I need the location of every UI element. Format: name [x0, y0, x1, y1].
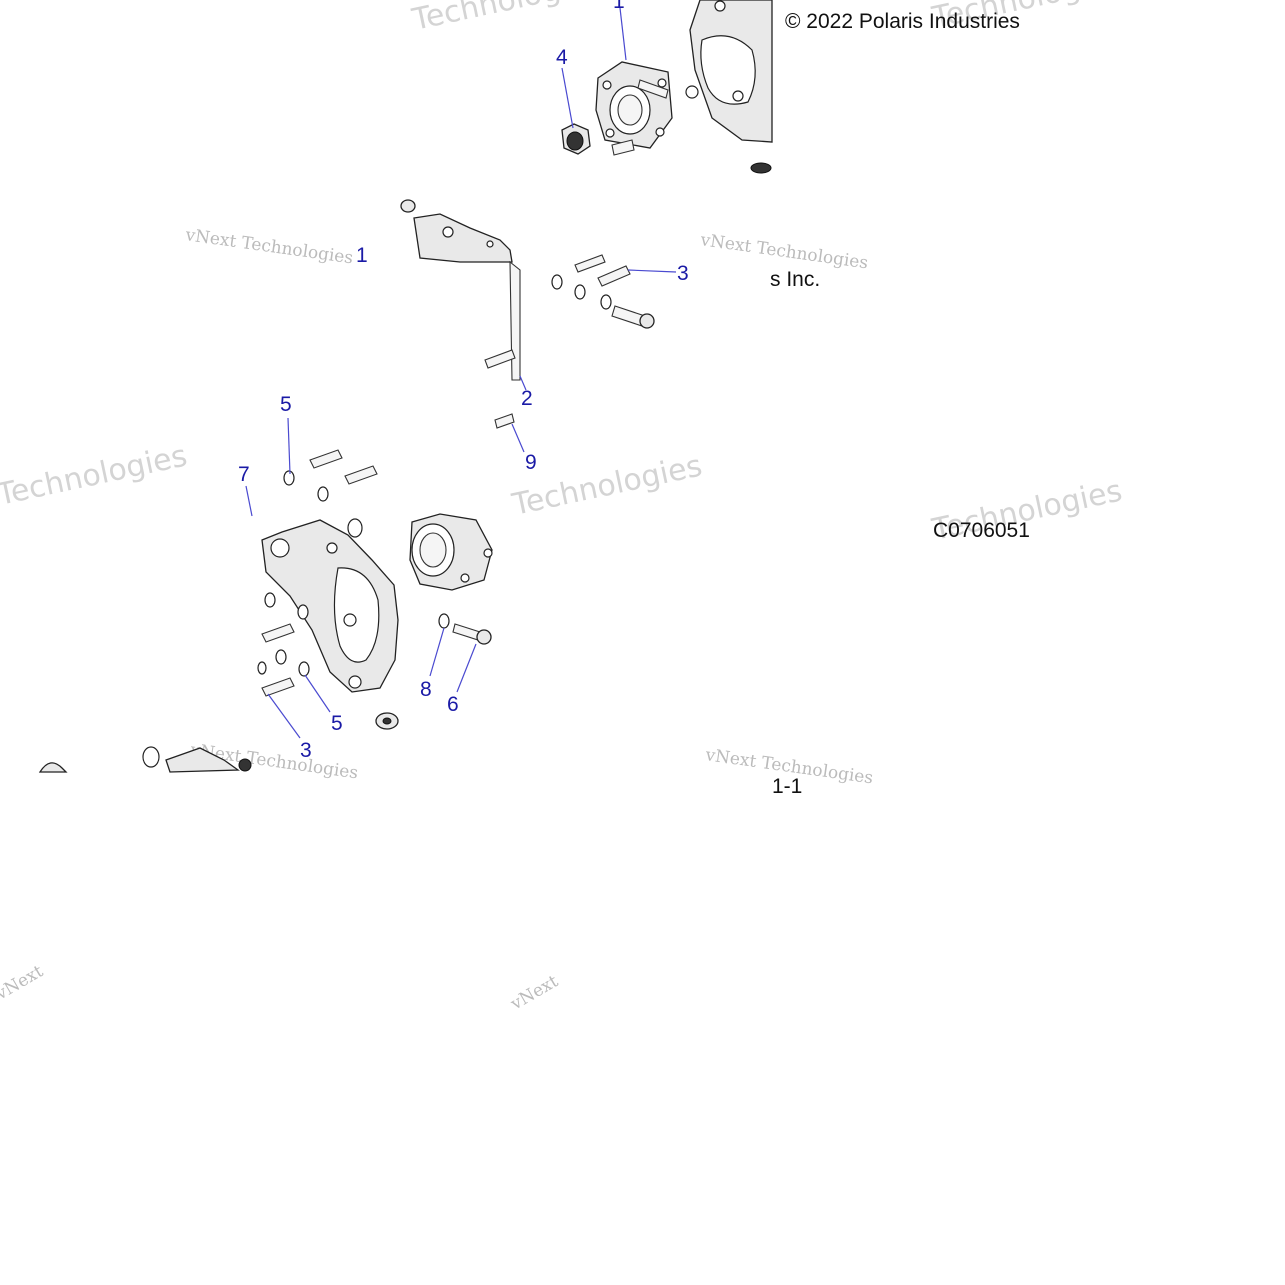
callout-1-top: 1	[613, 0, 625, 13]
callout-9: 9	[525, 451, 537, 474]
drawing-code: C0706051	[933, 519, 1030, 542]
bearing-hub-lower	[409, 513, 493, 591]
fragment-bottom-left	[38, 746, 252, 773]
leader-lines	[245, 7, 677, 739]
callout-5-upper: 5	[280, 393, 292, 416]
washer-bottom	[375, 712, 399, 730]
washer-top-right	[750, 162, 772, 174]
callouts: 1 4 1 3 2 5 9 7 8 6 5 3	[238, 0, 689, 762]
bolt-lower-right	[438, 613, 492, 645]
watermark-right-upper: vNext Technologies	[698, 230, 869, 273]
watermark-big-center: Technologies	[508, 449, 705, 524]
callout-6: 6	[447, 693, 459, 716]
callout-3-right: 3	[677, 262, 689, 285]
copyright-fragment: s Inc.	[770, 268, 820, 291]
knuckle-lower	[261, 519, 399, 693]
axle-nut	[561, 123, 591, 155]
watermark-short-bottomleft: vNext	[0, 961, 47, 1004]
callout-2: 2	[521, 387, 533, 410]
callout-5-lower: 5	[331, 712, 343, 735]
watermark-short-bottomcenter: vNext	[507, 971, 562, 1014]
bolts-upper-right	[551, 254, 655, 329]
copyright-notice: © 2022 Polaris Industries	[785, 10, 1020, 33]
hub-top	[595, 61, 673, 156]
callout-8: 8	[420, 678, 432, 701]
callout-1-middle: 1	[356, 244, 368, 267]
watermark-left-upper: vNext Technologies	[183, 225, 354, 268]
page-reference: 1-1	[772, 775, 802, 798]
watermarks: Technologies Technologies vNext Technolo…	[0, 0, 1125, 1015]
callout-3-bottom: 3	[300, 739, 312, 762]
callout-4: 4	[556, 46, 568, 69]
knuckle-top	[685, 0, 773, 143]
bolts-lower-left	[257, 592, 310, 697]
bolts-lower-set	[283, 449, 378, 538]
callout-7: 7	[238, 463, 250, 486]
watermark-big-top: Technologies	[408, 0, 605, 38]
bolts-middle	[484, 349, 516, 429]
watermark-big-left: Technologies	[0, 439, 190, 514]
nut-upper	[400, 199, 416, 213]
